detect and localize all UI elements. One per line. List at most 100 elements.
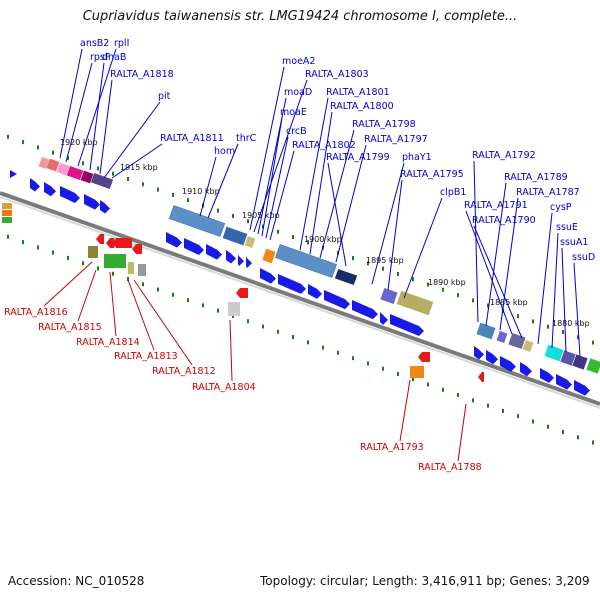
gene-arrow[interactable] xyxy=(132,244,142,254)
feature-box[interactable] xyxy=(334,268,358,286)
feature-box[interactable] xyxy=(168,205,226,237)
gene-arrow[interactable] xyxy=(96,234,104,244)
feature-box[interactable] xyxy=(380,288,398,304)
gene-label[interactable]: ssuD xyxy=(572,252,595,263)
feature-box[interactable] xyxy=(90,172,114,190)
gene-label[interactable]: RALTA_A1812 xyxy=(152,366,216,377)
gene-arrow[interactable] xyxy=(390,314,424,336)
gene-label[interactable]: cysP xyxy=(550,202,572,213)
gene-arrow[interactable] xyxy=(226,250,236,264)
feature-box[interactable] xyxy=(508,333,526,349)
gene-label[interactable]: RALTA_A1788 xyxy=(418,462,482,473)
gene-arrow[interactable] xyxy=(500,356,516,372)
feature-box[interactable] xyxy=(544,344,564,362)
gene-label[interactable]: hom xyxy=(214,146,235,157)
gene-label[interactable]: RALTA_A1802 xyxy=(292,140,356,151)
gene-arrow[interactable] xyxy=(106,238,114,248)
gene-label[interactable]: RALTA_A1800 xyxy=(330,101,394,112)
feature-box[interactable] xyxy=(572,354,588,370)
feature-box[interactable] xyxy=(2,217,12,223)
gene-arrow[interactable] xyxy=(352,300,378,320)
gene-arrow[interactable] xyxy=(112,238,132,248)
gene-label[interactable]: RALTA_A1803 xyxy=(305,69,369,80)
feature-box[interactable] xyxy=(56,162,70,176)
gene-label[interactable]: crcB xyxy=(286,126,307,137)
feature-box[interactable] xyxy=(66,165,84,181)
gene-arrow[interactable] xyxy=(30,178,40,192)
gene-label[interactable]: RALTA_A1814 xyxy=(76,337,140,348)
feature-box[interactable] xyxy=(228,302,240,316)
feature-box[interactable] xyxy=(410,366,424,378)
gene-arrow[interactable] xyxy=(278,274,306,294)
gene-label[interactable]: pit xyxy=(158,91,171,102)
gene-label[interactable]: moaD xyxy=(284,87,312,98)
gene-label[interactable]: RALTA_A1791 xyxy=(464,200,528,211)
feature-box[interactable] xyxy=(476,322,496,340)
feature-box[interactable] xyxy=(396,290,434,316)
gene-label[interactable]: dnaB xyxy=(102,52,126,63)
feature-box[interactable] xyxy=(38,156,50,170)
gene-arrow[interactable] xyxy=(556,374,572,390)
feature-box[interactable] xyxy=(522,339,534,353)
gene-arrow[interactable] xyxy=(60,186,80,204)
gene-label[interactable]: RALTA_A1811 xyxy=(160,133,224,144)
gene-label[interactable]: RALTA_A1790 xyxy=(472,215,536,226)
gene-label[interactable]: RALTA_A1813 xyxy=(114,351,178,362)
gene-label[interactable]: RALTA_A1797 xyxy=(364,134,428,145)
feature-box[interactable] xyxy=(128,262,134,274)
gene-arrow[interactable] xyxy=(184,238,204,256)
gene-arrow[interactable] xyxy=(486,350,498,365)
gene-label[interactable]: moeA2 xyxy=(282,56,315,67)
feature-box[interactable] xyxy=(2,210,12,216)
gene-label[interactable]: RALTA_A1787 xyxy=(516,187,580,198)
feature-box[interactable] xyxy=(275,244,337,278)
gene-arrow[interactable] xyxy=(246,256,252,269)
gene-arrow[interactable] xyxy=(10,170,17,178)
gene-arrow[interactable] xyxy=(324,290,350,310)
gene-label[interactable]: phaY1 xyxy=(402,152,432,163)
gene-label[interactable]: RALTA_A1795 xyxy=(400,169,464,180)
gene-arrow[interactable] xyxy=(44,182,56,197)
gene-label[interactable]: clpB1 xyxy=(440,187,466,198)
gene-arrow[interactable] xyxy=(478,372,484,382)
feature-box[interactable] xyxy=(560,350,576,366)
gene-arrow[interactable] xyxy=(166,232,182,248)
gene-arrow[interactable] xyxy=(236,288,248,298)
gene-arrow[interactable] xyxy=(520,362,532,377)
feature-box[interactable] xyxy=(496,330,508,344)
gene-label[interactable]: ssuA1 xyxy=(560,237,588,248)
gene-arrow[interactable] xyxy=(308,284,322,299)
gene-label[interactable]: RALTA_A1799 xyxy=(326,152,390,163)
feature-box[interactable] xyxy=(2,203,12,209)
gene-arrow[interactable] xyxy=(206,244,222,260)
gene-label[interactable]: thrC xyxy=(236,133,257,144)
gene-label[interactable]: RALTA_A1798 xyxy=(352,119,416,130)
gene-label[interactable]: RALTA_A1789 xyxy=(504,172,568,183)
feature-box[interactable] xyxy=(244,235,256,249)
gene-arrow[interactable] xyxy=(574,380,590,396)
feature-box[interactable] xyxy=(222,226,248,246)
gene-label[interactable]: RALTA_A1818 xyxy=(110,69,174,80)
gene-arrow[interactable] xyxy=(540,368,554,383)
gene-label[interactable]: RALTA_A1816 xyxy=(4,307,68,318)
gene-label[interactable]: RALTA_A1792 xyxy=(472,150,536,161)
gene-arrow[interactable] xyxy=(238,254,244,267)
gene-label[interactable]: ssuE xyxy=(556,222,578,233)
gene-arrow[interactable] xyxy=(100,200,110,214)
gene-label[interactable]: moaE xyxy=(280,107,307,118)
gene-arrow[interactable] xyxy=(84,194,100,210)
feature-box[interactable] xyxy=(80,170,94,184)
feature-box[interactable] xyxy=(88,246,98,258)
gene-arrow[interactable] xyxy=(474,346,484,360)
feature-box[interactable] xyxy=(46,158,60,172)
gene-arrow[interactable] xyxy=(260,268,276,284)
feature-box[interactable] xyxy=(138,264,146,276)
gene-arrow[interactable] xyxy=(380,312,388,325)
feature-box[interactable] xyxy=(262,248,276,264)
gene-label[interactable]: RALTA_A1793 xyxy=(360,442,424,453)
gene-label[interactable]: ansB2 xyxy=(80,38,109,49)
gene-arrow[interactable] xyxy=(418,352,430,362)
feature-box[interactable] xyxy=(104,254,126,268)
gene-label[interactable]: rplI xyxy=(114,38,129,49)
gene-label[interactable]: RALTA_A1815 xyxy=(38,322,102,333)
